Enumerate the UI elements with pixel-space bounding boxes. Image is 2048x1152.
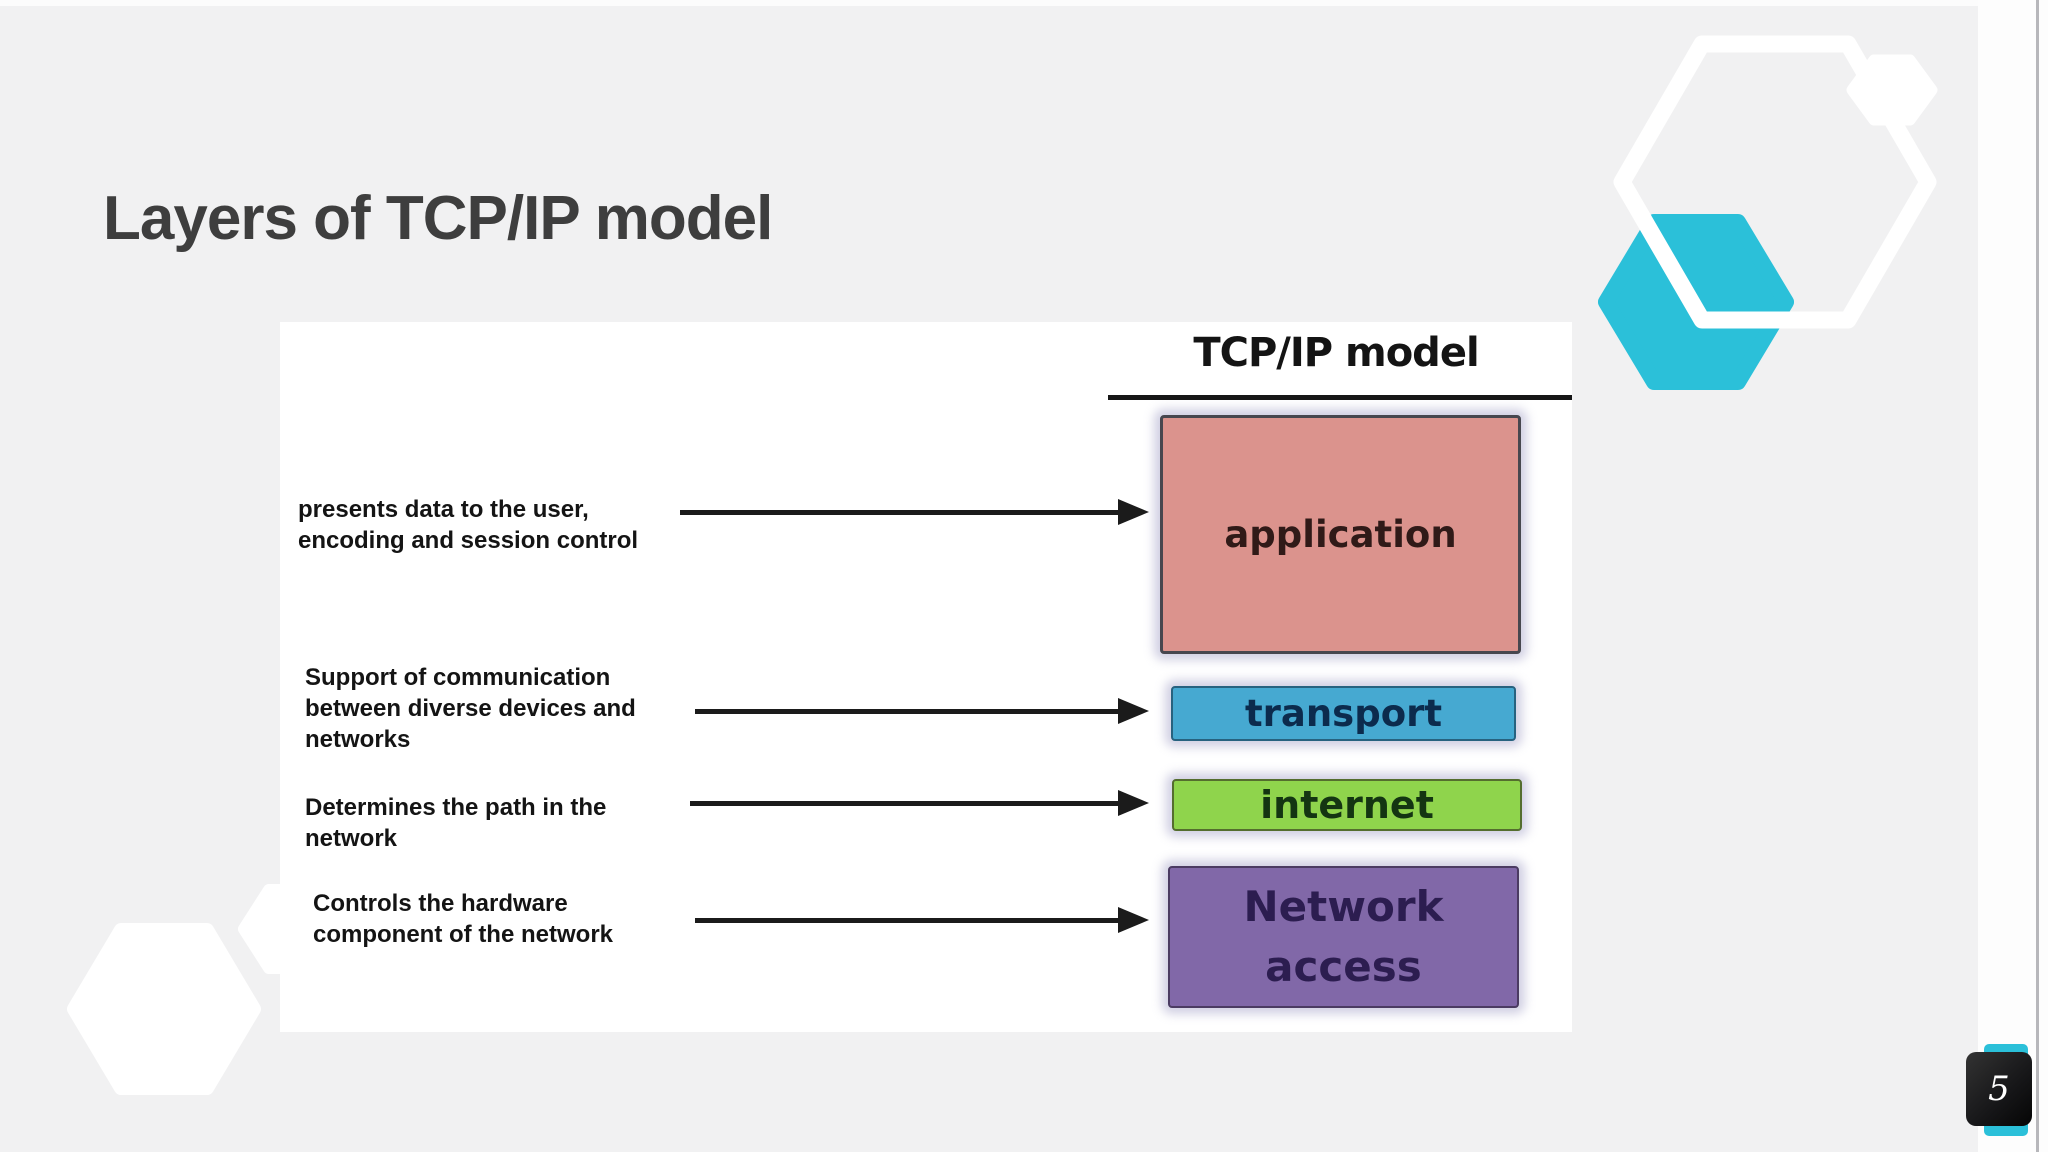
diagram-header: TCP/IP model (1193, 330, 1479, 376)
diagram-header-underline (1108, 395, 1572, 400)
arrow-application-icon (680, 499, 1149, 525)
arrow-transport-icon (695, 698, 1149, 724)
hexagon-big-bottom-left-icon (66, 922, 262, 1096)
page-title: Layers of TCP/IP model (103, 184, 773, 253)
layer-box-transport: transport (1171, 686, 1516, 741)
tcpip-diagram-panel: TCP/IP model presents data to the user, … (280, 322, 1572, 1032)
hexagon-outline-icon (1612, 34, 1938, 330)
layer-label-transport: transport (1244, 692, 1443, 735)
page-number-badge: 5 (1966, 1052, 2032, 1126)
layer-description-internet: Determines the path in the network (305, 794, 607, 852)
layer-box-application: application (1160, 415, 1521, 654)
slide-top-edge (0, 0, 2048, 6)
layer-description-network-access: Controls the hardware component of the n… (313, 890, 613, 948)
layer-label-internet: internet (1260, 783, 1434, 827)
arrow-internet-icon (690, 790, 1149, 816)
slide-right-edge-line (2036, 0, 2039, 1152)
layer-description-transport: Support of communication between diverse… (305, 664, 636, 753)
layer-description-application: presents data to the user, encoding and … (298, 496, 639, 554)
layer-box-internet: internet (1172, 779, 1522, 831)
layer-label-application: application (1224, 513, 1457, 556)
hexagon-small-top-right-icon (1846, 54, 1938, 126)
layer-label-network-access: Network access (1243, 882, 1444, 991)
page-number: 5 (1988, 1069, 2010, 1109)
arrow-network-access-icon (695, 907, 1149, 933)
layer-box-network-access: Network access (1168, 866, 1519, 1008)
